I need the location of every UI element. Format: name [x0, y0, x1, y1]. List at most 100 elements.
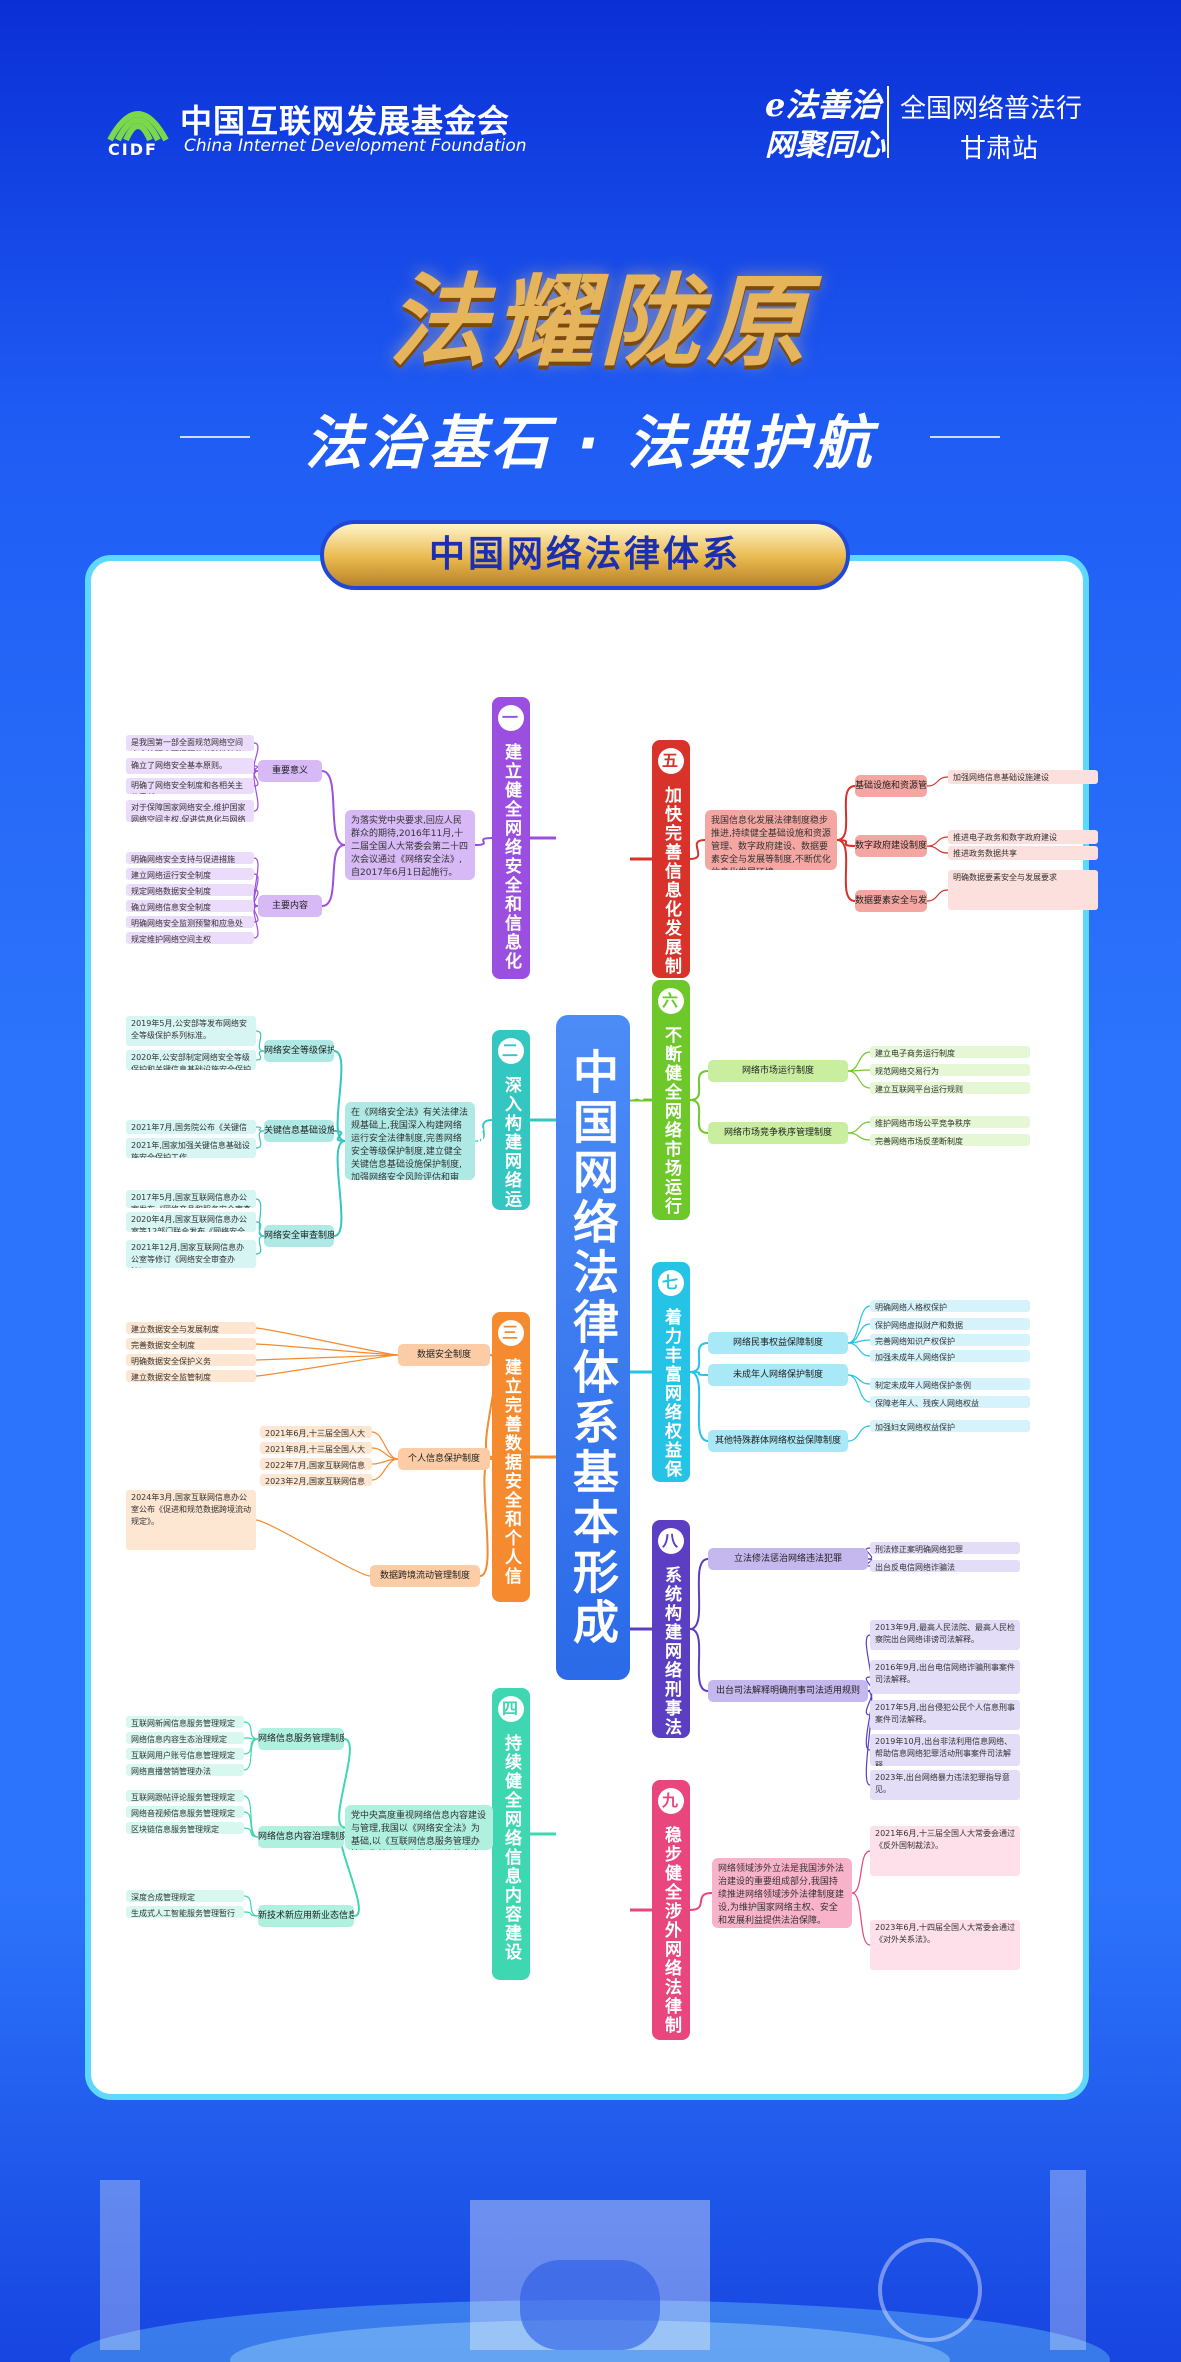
connector-line	[371, 1458, 399, 1481]
section-5-sub-2: 数字政府建设制度规则	[855, 835, 927, 857]
tour-name: 全国网络普法行	[900, 94, 1083, 124]
connector-line	[243, 1911, 259, 1917]
section-5-description: 我国信息化发展法律制度稳步推进,持续健全基础设施和资源管理、数字政府建设、数据要…	[705, 810, 837, 870]
section-4-leaf-2: 网络信息内容生态治理规定	[126, 1732, 244, 1744]
connector-line	[255, 1519, 371, 1577]
slogan: 法治基石 · 法典护航	[304, 409, 876, 477]
connector-line	[847, 1070, 871, 1089]
section-8-leaf-1: 刑法修正案明确网络犯罪	[870, 1542, 1020, 1554]
org-name-en: China Internet Development Foundation	[184, 136, 527, 156]
section-3-leaf-3: 明确数据安全保护义务	[126, 1354, 256, 1366]
connector-line	[847, 1374, 871, 1403]
connector-line	[333, 1140, 346, 1237]
section-9-title: 九稳步健全涉外网络法律制度	[623, 1780, 690, 2040]
skyline-decoration	[70, 2170, 1110, 2362]
section-2-leaf-7: 2021年12月,国家互联网信息办公室等修订《网络安全审查办法》。	[126, 1240, 256, 1268]
section-5-leaf-2: 推进电子政务和数字政府建设	[948, 830, 1098, 844]
section-7-leaf-5: 制定未成年人网络保护条例	[870, 1378, 1030, 1390]
section-2-leaf-3: 2021年7月,国务院公布《关键信息基础设施安全保护条例》。	[126, 1120, 256, 1134]
slogan-line-right	[930, 436, 1000, 438]
org-name-cn: 中国互联网发展基金会	[180, 102, 511, 140]
section-9-leaf-2: 2023年6月,十四届全国人大常委会通过《对外关系法》。	[870, 1920, 1020, 1970]
section-2-leaf-1: 2019年5月,公安部等发布网络安全等级保护系列标准。	[126, 1016, 256, 1046]
section-8-leaf-2: 出台反电信网络诈骗法	[870, 1560, 1020, 1572]
connector-line	[689, 1558, 709, 1630]
connector-line	[255, 1354, 399, 1377]
section-2-title: 二深入构建网络运行安全制度	[463, 1030, 530, 1210]
connector-line	[474, 837, 493, 846]
section-3-sub-3: 数据跨境流动管理制度	[370, 1565, 480, 1587]
section-2-leaf-4: 2021年,国家加强关键信息基础设施安全保护工作。	[126, 1138, 256, 1158]
section-7-sub-2: 未成年人网络保护制度	[708, 1364, 848, 1386]
section-7-leaf-6: 保障老年人、残疾人网络权益	[870, 1396, 1030, 1408]
connector-line	[836, 839, 856, 902]
section-4-leaf-9: 生成式人工智能服务管理暂行办法	[126, 1906, 244, 1918]
connector-line	[847, 1305, 871, 1344]
section-2-leaf-5: 2017年5月,国家互联网信息办公室发布《网络产品和服务安全审查办法(试行)》。	[126, 1190, 256, 1208]
section-3-leaf-4: 建立数据安全监管制度	[126, 1370, 256, 1382]
section-4-leaf-7: 区块链信息服务管理规定	[126, 1822, 244, 1834]
section-3-leaf-9: 2024年3月,国家互联网信息办公室公布《促进和规范数据跨境流动规定》。	[126, 1490, 256, 1550]
connector-line	[847, 1342, 871, 1357]
section-2-leaf-6: 2020年4月,国家互联网信息办公室等12部门联合发布《网络安全审查办法》。	[126, 1212, 256, 1232]
section-1-title-text: 建立健全网络安全和信息化基础制度	[463, 743, 521, 971]
connector-line	[836, 785, 856, 841]
section-4-description: 党中央高度重视网络信息内容建设与管理,我国以《网络安全法》为基础,以《互联网信息…	[345, 1805, 493, 1850]
connector-line	[255, 1327, 399, 1356]
slogan-line-left	[180, 436, 250, 438]
section-4-leaf-4: 网络直播营销管理办法	[126, 1764, 244, 1776]
connector-line	[255, 1221, 265, 1237]
main-title: 法耀陇原	[388, 262, 812, 380]
section-6-sub-2: 网络市场竞争秩序管理制度	[708, 1122, 848, 1144]
central-topic: 中国网络法律体系基本形成	[556, 1015, 630, 1680]
connector-line	[338, 1738, 351, 1829]
connector-line	[321, 770, 346, 846]
section-3-leaf-1: 建立数据安全与发展制度	[126, 1322, 256, 1334]
section-3-leaf-8: 2023年2月,国家互联网信息办公室公布《个人信息出境标准合同办法》。	[260, 1474, 372, 1486]
section-1-leaf-2: 确立了网络安全基本原则。	[126, 758, 254, 774]
section-7-number: 七	[658, 1270, 684, 1296]
connector-line	[689, 1342, 709, 1373]
connector-line	[926, 845, 949, 854]
section-1-description: 为落实党中央要求,回应人民群众的期待,2016年11月,十二届全国人大常委会第二…	[345, 810, 475, 880]
section-1-leaf-9: 明确网络安全监测预警和应急处置制度	[126, 916, 254, 928]
section-2-leaf-2: 2020年,公安部制定网络安全等级保护和关键信息基础设施安全保护相关规定。	[126, 1050, 256, 1070]
connector-line	[851, 1850, 871, 1894]
connector-line	[253, 770, 259, 812]
connector-line	[474, 1119, 493, 1142]
section-5-leaf-4: 明确数据要素安全与发展要求	[948, 870, 1098, 910]
section-5-title-text: 加快完善信息化发展制度	[623, 786, 681, 976]
section-1-leaf-5: 明确网络安全支持与促进措施	[126, 852, 254, 864]
connector-line	[255, 1130, 265, 1149]
section-6-leaf-4: 维护网络市场公平竞争秩序	[870, 1116, 1030, 1128]
section-8-number: 八	[658, 1528, 684, 1554]
section-2-sub-1: 网络安全等级保护制度	[264, 1040, 334, 1062]
section-8-leaf-4: 2016年9月,出台电信网络诈骗刑事案件司法解释。	[870, 1660, 1020, 1694]
section-1-leaf-7: 规定网络数据安全制度	[126, 884, 254, 896]
section-banner: 中国网络法律体系	[320, 520, 850, 590]
section-8-leaf-6: 2019年10月,出台非法利用信息网络、帮助信息网络犯罪活动刑事案件司法解释。	[870, 1734, 1020, 1766]
section-2-description: 在《网络安全法》有关法律法规基础上,我国深入构建网络运行安全法律制度,完善网络安…	[345, 1102, 475, 1180]
section-5-leaf-1: 加强网络信息基础设施建设	[948, 770, 1098, 784]
section-6-leaf-3: 建立互联网平台运行规则	[870, 1082, 1030, 1094]
section-6-leaf-5: 完善网络市场反垄断制度	[870, 1134, 1030, 1146]
connector-line	[847, 1051, 871, 1072]
section-8-title: 八系统构建网络刑事法律制度	[623, 1520, 690, 1738]
section-7-leaf-1: 明确网络人格权保护	[870, 1300, 1030, 1312]
connector-line	[865, 1558, 873, 1567]
section-8-leaf-5: 2017年5月,出台侵犯公民个人信息刑事案件司法解释。	[870, 1700, 1020, 1730]
section-3-leaf-2: 完善数据安全制度	[126, 1338, 256, 1350]
header-divider	[887, 86, 889, 158]
section-6-title: 六不断健全网络市场运行管理制度	[623, 980, 690, 1220]
section-1-leaf-4: 对于保障国家网络安全,维护国家网络空间主权,促进信息化与网络安全协调发展具有重要…	[126, 800, 254, 822]
connector-line	[689, 1892, 713, 1911]
section-6-leaf-2: 规范网络交易行为	[870, 1064, 1030, 1076]
section-4-leaf-1: 互联网新闻信息服务管理规定	[126, 1716, 244, 1728]
section-3-number: 三	[498, 1320, 524, 1346]
section-1-leaf-3: 明确了网络安全制度和各相关主体责任。	[126, 778, 254, 794]
section-3-sub-2: 个人信息保护制度	[398, 1448, 490, 1470]
section-5-number: 五	[658, 748, 684, 774]
connector-line	[243, 1738, 259, 1771]
connector-line	[255, 1235, 265, 1255]
section-4-leaf-8: 深度合成管理规定	[126, 1890, 244, 1902]
